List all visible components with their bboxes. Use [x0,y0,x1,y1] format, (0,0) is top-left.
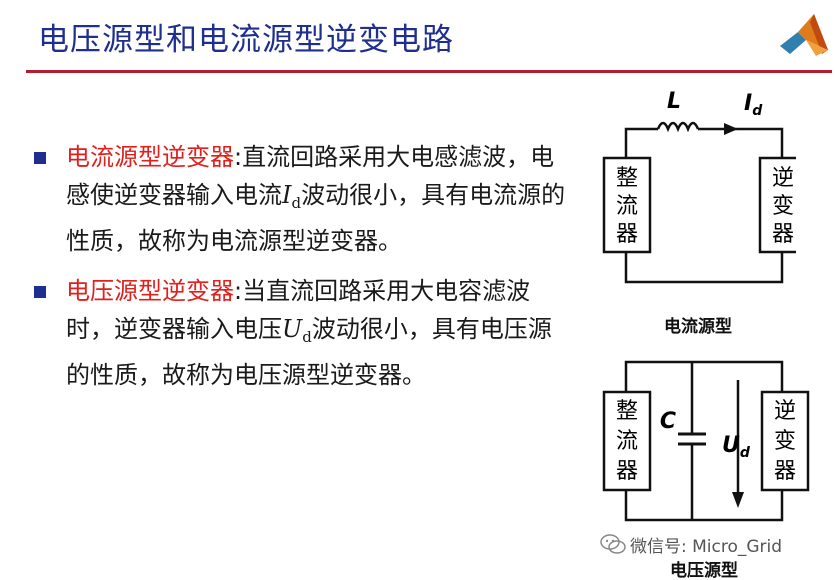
bullet-text-part: 波动很小，具有电流源的性质，故称为电流源型逆变器。 [66,181,566,255]
inverter-box [758,156,796,254]
bullet-term: 电流源型逆变器 [66,143,234,171]
rectifier-char: 整 [616,399,638,424]
inverter-char: 变 [772,194,794,219]
current-source-caption: 电流源型 [664,317,732,337]
bullet-list: 电流源型逆变器:直流回路采用大电感滤波，电感使逆变器输入电流Id波动很小，具有电… [30,138,570,406]
bullet-text-part: :当直流回路采用大电容滤波时，逆变器输入电压 [66,277,531,343]
rectifier-box [602,156,652,254]
bullet-text-part: :直流回路采用大电感滤波，电感使逆变器输入电流 [66,143,555,209]
rectifier-char: 整 [616,166,638,191]
inverter-char: 逆 [774,399,796,424]
inverter-char: 器 [774,459,796,484]
inverter-box [760,390,810,492]
title-divider [26,70,832,73]
voltage-source-circuit: C Ud 整 流 器 逆 变 器 [602,360,810,522]
rectifier-char: 流 [616,429,638,454]
current-symbol-sub: d [291,194,302,212]
watermark-text: 微信号: Micro_Grid [630,537,783,557]
bullet-text: 电流源型逆变器:直流回路采用大电感滤波，电感使逆变器输入电流Id波动很小，具有电… [66,138,570,260]
rectifier-box [602,390,652,492]
capacitor-label: C [660,409,676,434]
voltage-source-caption: 电压源型 [670,561,738,580]
bullet-current-source: 电流源型逆变器:直流回路采用大电感滤波，电感使逆变器输入电流Id波动很小，具有电… [30,138,570,260]
wechat-icon [600,534,626,554]
page-title: 电压源型和电流源型逆变电路 [38,22,454,58]
rectifier-char: 流 [616,194,638,219]
voltage-symbol-sub: d [302,328,312,346]
bullet-voltage-source: 电压源型逆变器:当直流回路采用大电容滤波时，逆变器输入电压Ud波动很小，具有电压… [30,272,570,394]
voltage-label: Ud [722,433,751,461]
matlab-logo-icon [780,14,828,56]
bullet-text: 电压源型逆变器:当直流回路采用大电容滤波时，逆变器输入电压Ud波动很小，具有电压… [66,272,570,394]
rectifier-char: 器 [616,222,638,247]
inverter-char: 变 [774,429,796,454]
current-label: Id [744,91,763,119]
current-arrow-icon [724,123,738,135]
current-symbol: I [282,181,292,209]
inductor-coil [656,121,700,133]
rectifier-char: 器 [616,459,638,484]
bullet-text-part: 波动很小，具有电压源的性质，故称为电压源型逆变器。 [66,315,552,389]
inverter-char: 逆 [772,166,794,191]
voltage-arrow-icon [732,492,744,508]
bullet-square-icon [34,286,46,298]
inverter-char: 器 [772,222,794,247]
bullet-square-icon [34,152,46,164]
voltage-symbol: U [282,315,303,343]
inductor-label: L [667,89,681,114]
current-source-circuit: L Id 整 流 器 逆 变 器 [602,89,796,284]
bullet-term: 电压源型逆变器 [66,277,234,305]
